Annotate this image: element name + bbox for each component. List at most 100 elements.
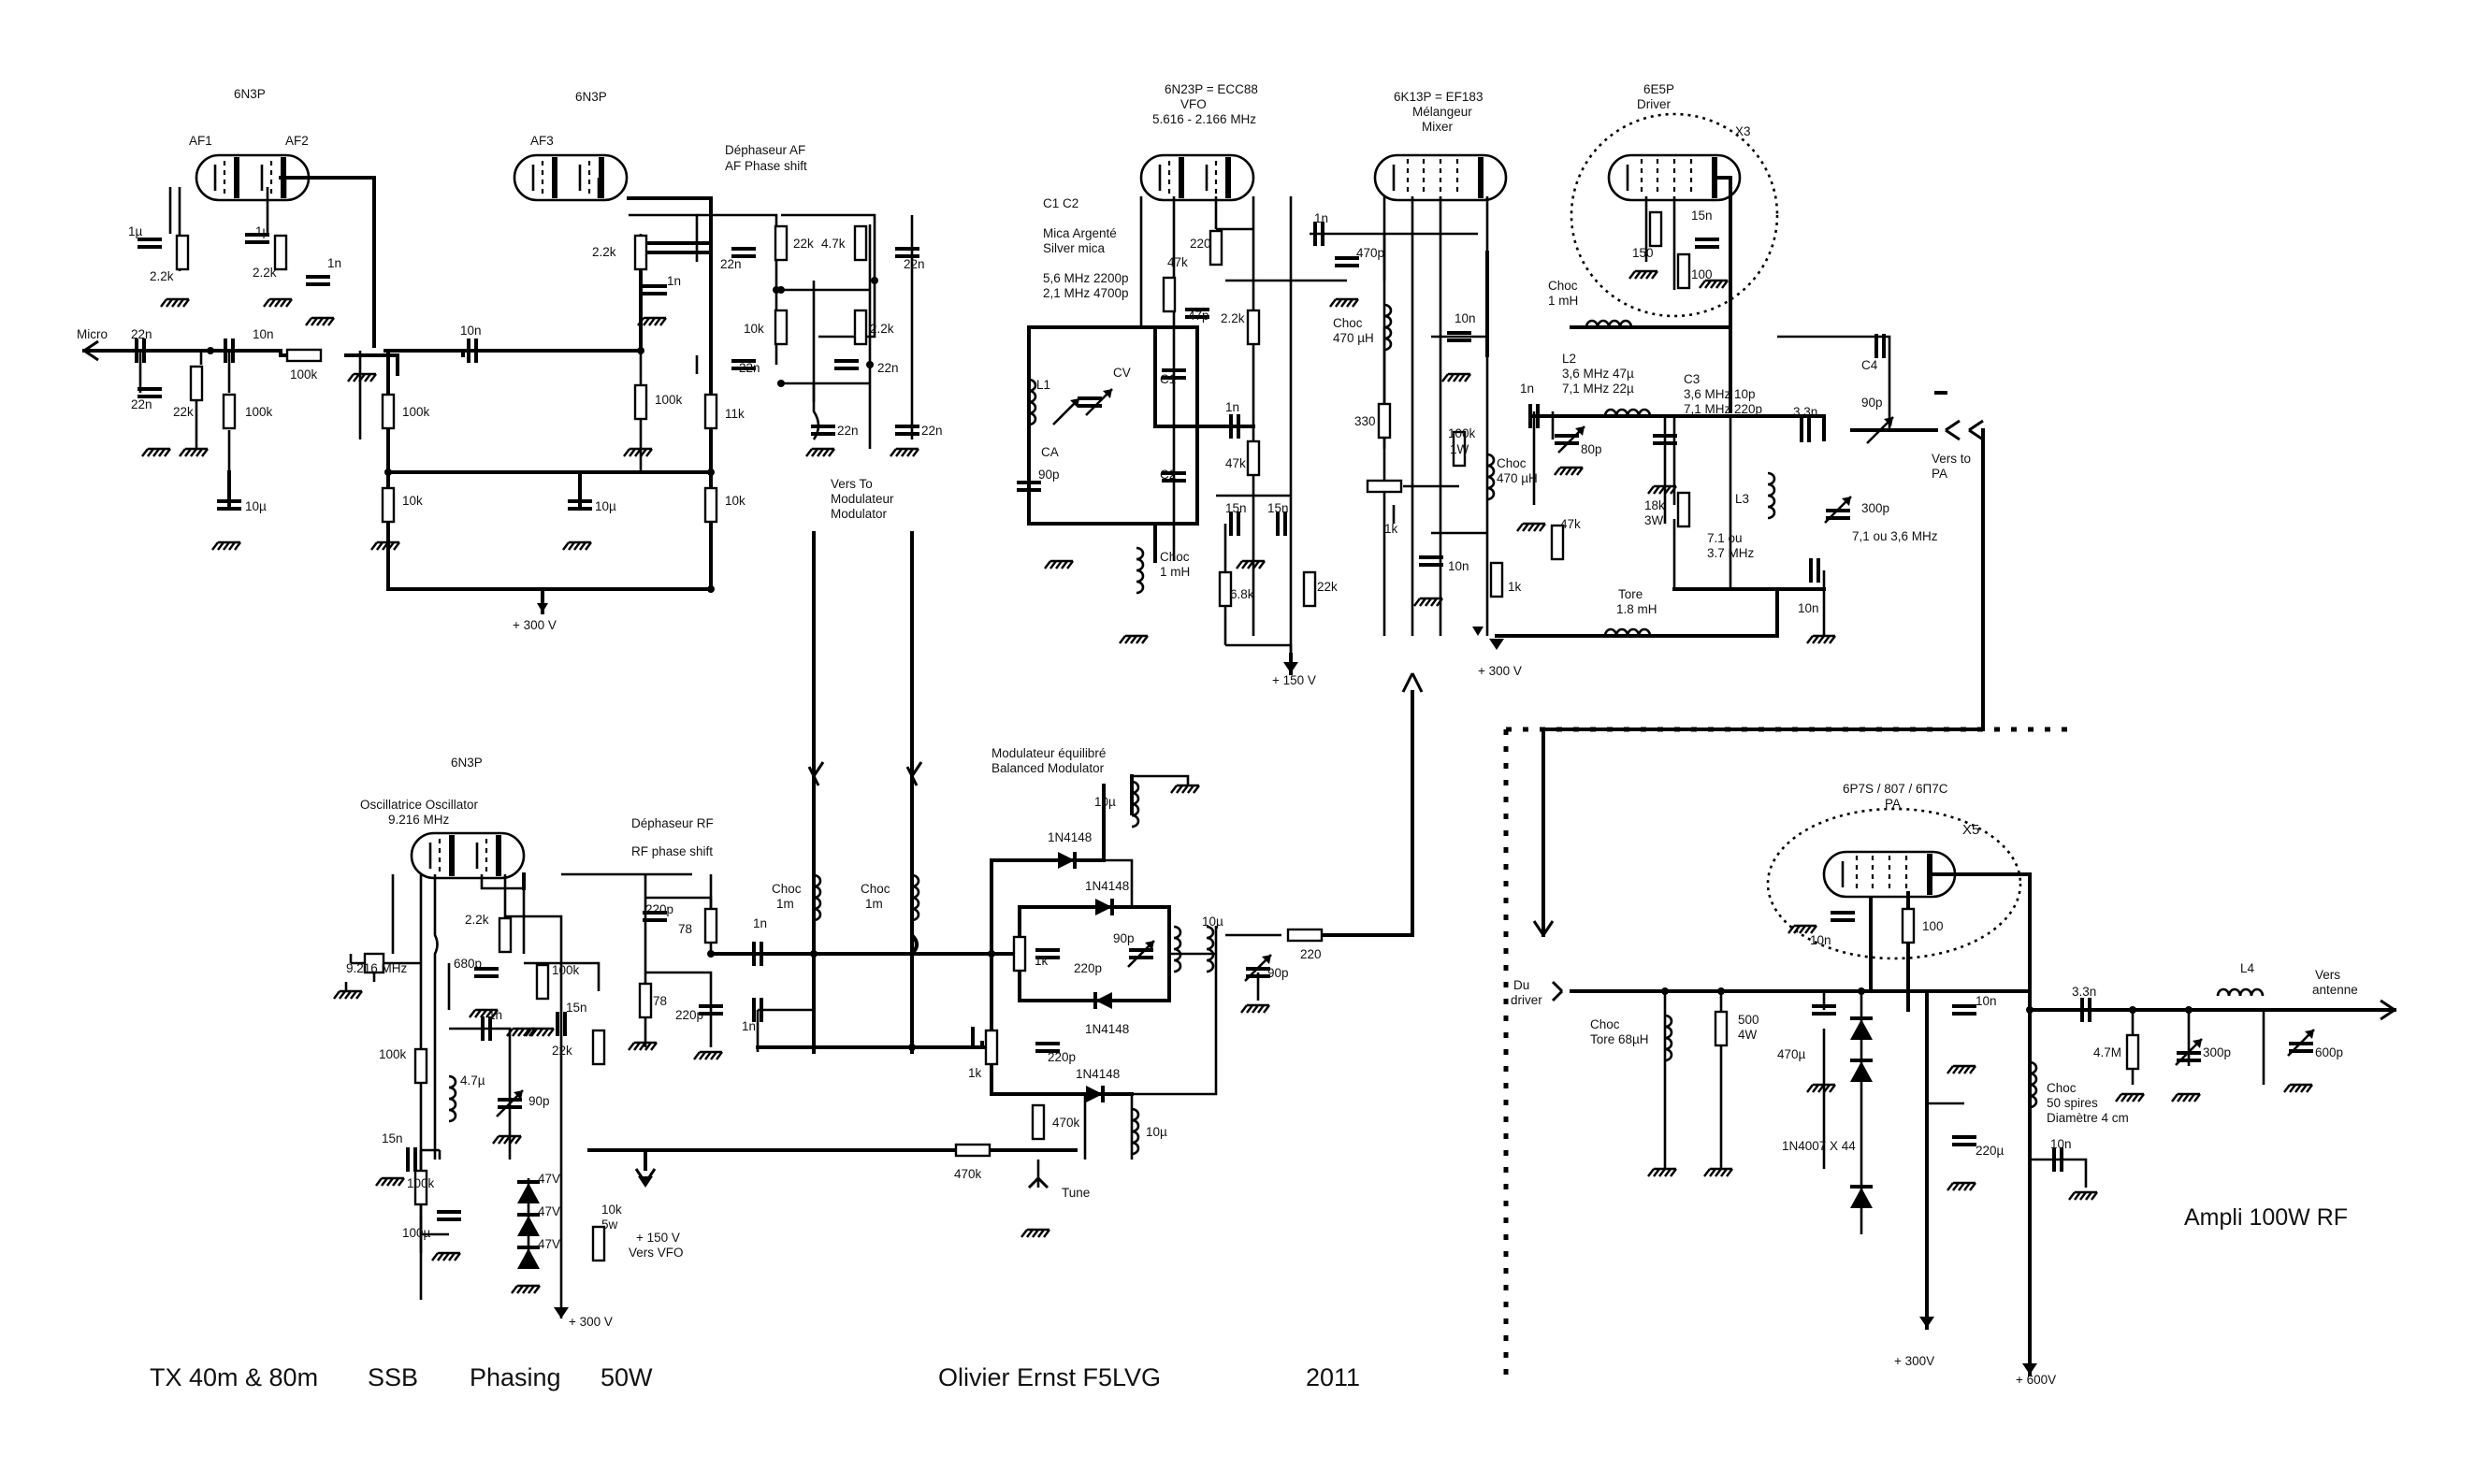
mixer-section [1328, 153, 1508, 636]
af2-label: AF2 [285, 134, 309, 148]
driver-c33n: 3.3n [1793, 405, 1817, 419]
pa-diodes: 1N4007 X 44 [1782, 1139, 1856, 1153]
tube-af12-label: 6N3P [234, 87, 266, 101]
af-r22k: 2.2k [150, 269, 174, 283]
driver-r150: 150 [1632, 246, 1654, 260]
mixer-c1n-top: 1n [1314, 211, 1328, 225]
tube-mixer: 6K13P = EF183 [1394, 90, 1483, 104]
driver-choc2-val: 470 µH [1497, 471, 1538, 485]
af-r10k-p: 10k [744, 322, 764, 336]
mod-c220p-a: 220p [1074, 961, 1102, 975]
pa-choc2: Choc [2047, 1081, 2077, 1095]
vers-ant-2: antenne [2312, 983, 2358, 997]
mixer-c470p: 470p [1356, 246, 1384, 260]
af-r22k-q: 2.2k [870, 322, 894, 336]
driver-r18k-w: 3W [1644, 513, 1664, 527]
af-c10u-b: 10µ [595, 499, 616, 513]
osc-r22k: 2.2k [465, 913, 489, 927]
title-mode: SSB [368, 1363, 418, 1391]
mixer-c10n-b: 10n [1448, 559, 1469, 573]
tube-pa: 6P7S / 807 / 6П7С [1843, 782, 1948, 796]
af-r100k-b: 100k [402, 405, 430, 419]
title-year: 2011 [1306, 1363, 1360, 1391]
osc-r10k: 10k [601, 1203, 622, 1217]
pa-c470u: 470µ [1777, 1047, 1806, 1061]
pa-c10n-a: 10n [1810, 933, 1831, 947]
pa-c10n-b: 10n [1976, 994, 1997, 1008]
vfo-f21: 2,1 MHz 4700p [1043, 286, 1129, 300]
mixer-choc-val: 470 µH [1333, 331, 1374, 345]
af-r22k-3: 2.2k [592, 245, 616, 259]
labels: 6N3P 6N3P AF1 AF2 AF3 Déphaseur AF AF Ph… [77, 82, 2358, 1391]
af-c22n-3: 22n [739, 361, 760, 375]
vfo-c2: C2 [1160, 468, 1176, 482]
x3-label: X3 [1735, 124, 1751, 138]
pa-c220u: 220µ [1976, 1144, 2005, 1158]
mod-c10u-c: 10µ [1146, 1125, 1167, 1139]
vfo-c1: C1 [1160, 372, 1176, 386]
driver-c4: C4 [1861, 358, 1878, 372]
vers-pa-2: PA [1932, 467, 1947, 481]
tube-driver-role: Driver [1637, 97, 1672, 111]
mod-r470k-b: 470k [954, 1167, 982, 1181]
tube-vfo-range: 5.616 - 2.166 MHz [1152, 112, 1256, 126]
mod-d1: 1N4148 [1048, 830, 1092, 844]
supply-150: + 150 V [1272, 673, 1316, 687]
osc-r100k-c: 100k [407, 1176, 435, 1190]
crystal-label: 9.216 MHz [346, 961, 408, 975]
af-pot: 100k [290, 367, 318, 382]
driver-choc-val: 1 mH [1548, 294, 1578, 308]
af-c22n-in: 22n [131, 327, 152, 341]
tube-af3-label: 6N3P [575, 90, 607, 104]
af1-label: AF1 [189, 134, 212, 148]
af3-label: AF3 [530, 134, 554, 148]
af-c10n: 10n [253, 327, 274, 341]
mod-r1k-a: 1k [1035, 954, 1049, 968]
rf-phase-shift-section [627, 531, 993, 1061]
af-r47k: 4.7k [821, 237, 846, 251]
mod-c90p: 90p [1113, 931, 1135, 945]
vfo-mica-fr: Mica Argenté [1043, 226, 1117, 240]
driver-l3: L3 [1735, 492, 1749, 506]
driver-c3-a: 3,6 MHz 10p [1684, 387, 1756, 401]
mod-c90p-b: 90p [1267, 966, 1289, 980]
vfo-r68k: 6.8k [1230, 587, 1254, 601]
vfo-mica-en: Silver mica [1043, 241, 1106, 255]
mixer-choc: Choc [1333, 316, 1363, 330]
driver-l3-b: 3.7 MHz [1707, 546, 1755, 560]
tube-osc-role: Oscillatrice Oscillator [360, 798, 479, 812]
osc-c680p: 680p [454, 957, 482, 971]
pa-choc: Choc [1590, 1017, 1620, 1031]
pa-c600p: 600p [2315, 1045, 2343, 1059]
rfps-r78-b: 78 [653, 994, 667, 1008]
osc-r100k-b: 100k [379, 1047, 407, 1061]
mod-d2: 1N4148 [1085, 879, 1129, 893]
vfo-choc-val: 1 mH [1160, 565, 1190, 579]
supply-300pa: + 300V [1894, 1354, 1934, 1368]
tune-label: Tune [1062, 1186, 1090, 1200]
af-c1u: 1µ [128, 224, 143, 238]
rf-phase-fr: Déphaseur RF [631, 816, 714, 830]
driver-r100: 100 [1691, 267, 1713, 281]
osc-ind47: 4.7µ [460, 1073, 485, 1088]
tube-osc: 6N3P [451, 756, 483, 770]
driver-c300p: 300p [1861, 501, 1889, 515]
driver-l3-a: 7.1 ou [1707, 531, 1743, 545]
pa-r100: 100 [1922, 919, 1944, 933]
mixer-r330: 330 [1354, 414, 1376, 428]
mixer-pot1k: 1k [1384, 522, 1398, 536]
af-c1n-3: 1n [667, 274, 681, 288]
driver-c90p: 90p [1861, 396, 1883, 410]
rfps-c220p-b: 220p [675, 1008, 703, 1022]
pa-l4: L4 [2240, 961, 2255, 975]
tube-osc-freq: 9.216 MHz [388, 813, 450, 827]
mod-en: Balanced Modulator [991, 761, 1105, 775]
vfo-c1c2: C1 C2 [1043, 196, 1078, 210]
mod-c220p-b: 220p [1048, 1050, 1076, 1064]
mixer-c10n-a: 10n [1455, 311, 1476, 325]
af-r22k2: 2.2k [253, 266, 277, 280]
osc-z47c: 47V [538, 1237, 560, 1251]
af-section [82, 153, 921, 614]
vers-ant-1: Vers [2315, 968, 2340, 982]
vfo-r22k: 2.2k [1221, 311, 1245, 325]
